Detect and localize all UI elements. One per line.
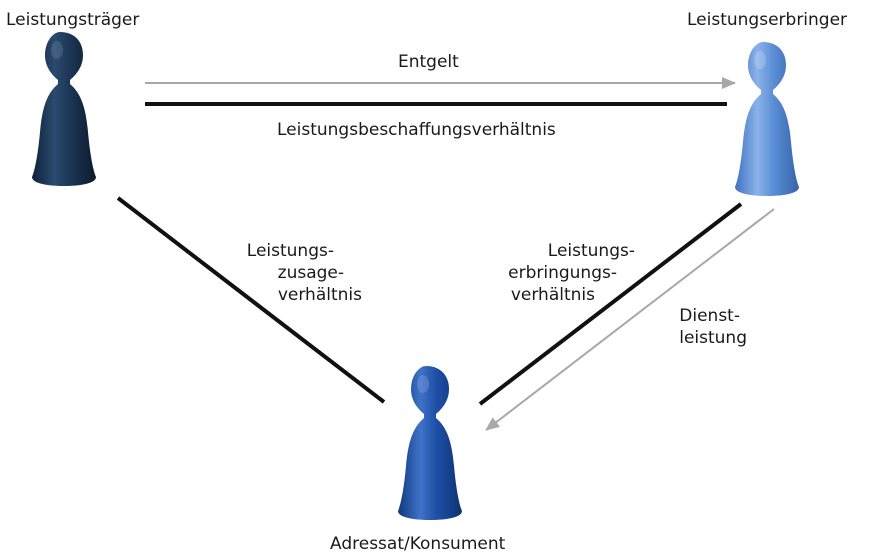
zusage-label-line: verhältnis [277,285,362,305]
beschaffung-label: Leistungsbeschaffungsverhältnis [277,120,556,140]
erbringer-piece-icon [735,42,799,196]
zusage-label: Leistungs- zusage- verhältnis [200,240,362,306]
dienstleistung-arrow [485,208,775,431]
zusage-label-line: zusage- [277,263,344,283]
adressat-piece-icon [398,366,462,520]
entgelt-label: Entgelt [398,52,459,72]
dienstleistung-label-line: Dienst- [679,306,740,326]
dienstleistung-label-line: leistung [679,328,747,348]
erbringung-label-line: erbringungs- [508,263,617,283]
dienstleistung-label: Dienst- leistung [660,305,747,349]
zusage-label-line: Leistungs- [246,241,334,261]
zusage-line [116,196,386,404]
erbringung-label-line: verhältnis [510,285,595,305]
adressat-label: Adressat/Konsument [330,534,506,554]
traeger-label: Leistungsträger [6,10,140,30]
erbringung-line [478,202,743,406]
erbringer-label: Leistungserbringer [687,10,848,30]
erbringung-label-line: Leistungs- [547,241,635,261]
erbringung-label: Leistungs- erbringungs- verhältnis [470,240,635,306]
traeger-piece-icon [32,32,96,186]
